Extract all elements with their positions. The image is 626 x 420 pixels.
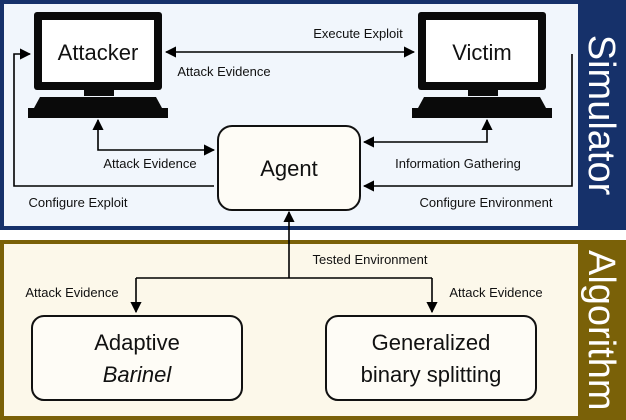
simulator-side-band bbox=[578, 2, 624, 228]
attacker-monitor-icon: Attacker bbox=[28, 12, 168, 118]
agent-label: Agent bbox=[260, 156, 318, 181]
agent-box: Agent bbox=[217, 125, 361, 211]
algorithm-side-label: Algorithm bbox=[580, 250, 622, 411]
simulator-side-label: Simulator bbox=[580, 34, 622, 196]
simulator-arrows bbox=[13, 46, 573, 314]
information-gathering-arrow bbox=[362, 118, 493, 148]
configure-environment-arrow bbox=[362, 54, 573, 192]
configure-exploit-label: Configure Exploit bbox=[29, 195, 128, 210]
attacker-label: Attacker bbox=[58, 40, 139, 65]
generalized-label-line2: binary splitting bbox=[361, 362, 502, 387]
attack-evidence-agent-arrow bbox=[92, 118, 216, 156]
victim-label: Victim bbox=[452, 40, 512, 65]
adaptive-barinel-box: Adaptive Barinel bbox=[31, 315, 243, 401]
algorithm-side-band bbox=[578, 242, 624, 418]
configure-exploit-arrow bbox=[13, 48, 214, 187]
adaptive-label-line1: Adaptive bbox=[94, 330, 180, 355]
attack-evidence-agent-label: Attack Evidence bbox=[103, 156, 196, 171]
adaptive-label-line2: Barinel bbox=[103, 362, 173, 387]
configure-environment-label: Configure Environment bbox=[420, 195, 553, 210]
generalized-binary-splitting-box: Generalized binary splitting bbox=[325, 315, 537, 401]
attack-evidence-right-label: Attack Evidence bbox=[449, 285, 542, 300]
attack-evidence-left-label: Attack Evidence bbox=[25, 285, 118, 300]
attack-evidence-top-label: Attack Evidence bbox=[177, 64, 270, 79]
generalized-label-line1: Generalized bbox=[372, 330, 491, 355]
information-gathering-label: Information Gathering bbox=[395, 156, 521, 171]
tested-environment-label: Tested Environment bbox=[313, 252, 428, 267]
victim-monitor-icon: Victim bbox=[412, 12, 552, 118]
execute-exploit-label: Execute Exploit bbox=[313, 26, 403, 41]
